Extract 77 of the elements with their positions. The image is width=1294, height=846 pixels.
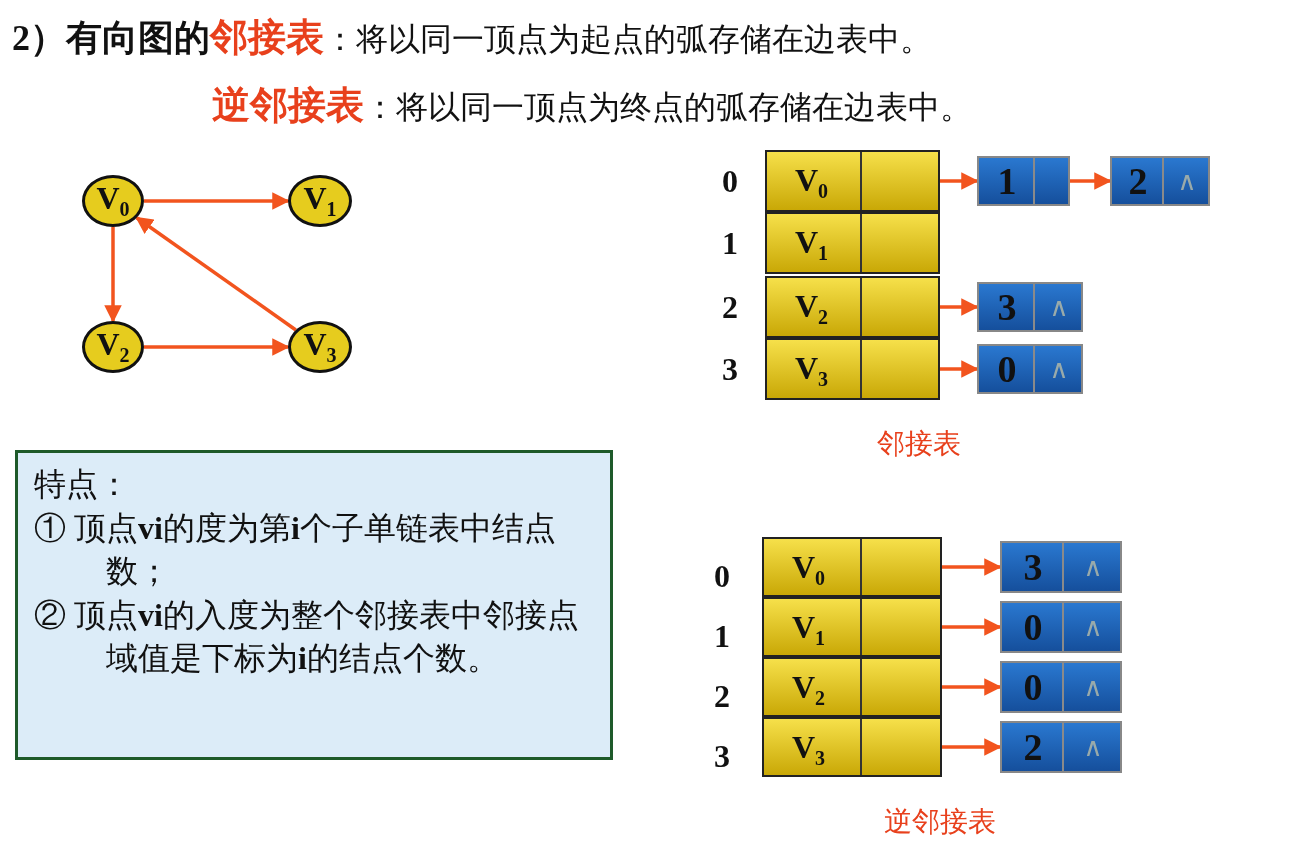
table-caption: 邻接表 (877, 430, 961, 458)
node-value: 0 (996, 347, 1018, 392)
vertex-label: V$_{3}$ (792, 731, 826, 769)
list-node-box (977, 344, 1083, 394)
feature-item: ② 顶点vi的入度为整个邻接表中邻接点域值是下标为i的结点个数。 (34, 595, 580, 679)
vertex-label: V$_{1}$ (795, 226, 829, 264)
index-number: 1 (714, 620, 730, 652)
list-node-box (1000, 721, 1122, 773)
vertex-table-row (765, 338, 940, 400)
heading-text: ：将以同一顶点为起点的弧存储在边表中。 (324, 20, 932, 59)
arrow (104, 227, 122, 323)
highlighted-term: 逆邻接表 (212, 83, 364, 128)
node-value: 3 (996, 285, 1018, 330)
list-node-box (1000, 541, 1122, 593)
arrow (940, 298, 979, 316)
null-pointer-symbol: ∧ (1176, 165, 1198, 198)
vertex-label: V$_{0}$ (792, 551, 826, 589)
arrow (942, 738, 1002, 756)
vertex-label: V$_{2}$ (792, 671, 826, 709)
arrow (144, 338, 290, 356)
null-pointer-symbol: ∧ (1082, 551, 1104, 584)
node-value: 2 (1127, 159, 1149, 204)
arrow (942, 618, 1002, 636)
vertex-label: V$_{3}$ (795, 352, 829, 390)
heading-text: 2）有向图的 (12, 17, 210, 60)
vertex-label: V$_{3}$ (303, 328, 337, 366)
index-number: 1 (722, 227, 738, 259)
list-node-box (1110, 156, 1210, 206)
vertex-label: V$_{2}$ (96, 328, 130, 366)
index-number: 0 (722, 165, 738, 197)
index-number: 3 (722, 353, 738, 385)
notes-panel (15, 450, 613, 760)
vertex-table-row (765, 212, 940, 274)
vertex-ellipse (82, 321, 144, 373)
vertex-ellipse (288, 175, 352, 227)
vertex-table-row (765, 150, 940, 212)
vertex-ellipse (82, 175, 144, 227)
highlighted-term: 邻接表 (210, 15, 324, 60)
vertex-table-row (762, 717, 942, 777)
arrow (144, 192, 290, 210)
node-value: 0 (1022, 665, 1044, 710)
table-caption: 逆邻接表 (884, 808, 996, 836)
null-pointer-symbol: ∧ (1082, 731, 1104, 764)
list-node-box (977, 282, 1083, 332)
arrow (942, 558, 1002, 576)
node-value: 1 (996, 159, 1018, 204)
null-pointer-symbol: ∧ (1082, 611, 1104, 644)
heading-text: ：将以同一顶点为终点的弧存储在边表中。 (364, 88, 972, 127)
null-pointer-symbol: ∧ (1048, 353, 1070, 386)
vertex-table-row (762, 597, 942, 657)
index-number: 2 (714, 680, 730, 712)
null-pointer-symbol: ∧ (1048, 291, 1070, 324)
vertex-table-row (762, 657, 942, 717)
vertex-label: V$_{0}$ (96, 182, 130, 220)
node-value: 0 (1022, 605, 1044, 650)
arrow (940, 172, 979, 190)
vertex-table-row (762, 537, 942, 597)
arrow (942, 678, 1002, 696)
null-pointer-symbol: ∧ (1082, 671, 1104, 704)
index-number: 2 (722, 291, 738, 323)
arrow (1070, 172, 1112, 190)
node-value: 3 (1022, 545, 1044, 590)
vertex-label: V$_{1}$ (303, 182, 337, 220)
vertex-label: V$_{0}$ (795, 164, 829, 202)
index-number: 0 (714, 560, 730, 592)
index-number: 3 (714, 740, 730, 772)
vertex-label: V$_{2}$ (795, 290, 829, 328)
list-node-box (977, 156, 1070, 206)
list-node-box (1000, 601, 1122, 653)
arrow (940, 360, 979, 378)
arrow (135, 216, 297, 332)
panel-heading: 特点： (34, 465, 131, 504)
node-value: 2 (1022, 725, 1044, 770)
vertex-label: V$_{1}$ (792, 611, 826, 649)
list-node-box (1000, 661, 1122, 713)
vertex-ellipse (288, 321, 352, 373)
vertex-table-row (765, 276, 940, 338)
